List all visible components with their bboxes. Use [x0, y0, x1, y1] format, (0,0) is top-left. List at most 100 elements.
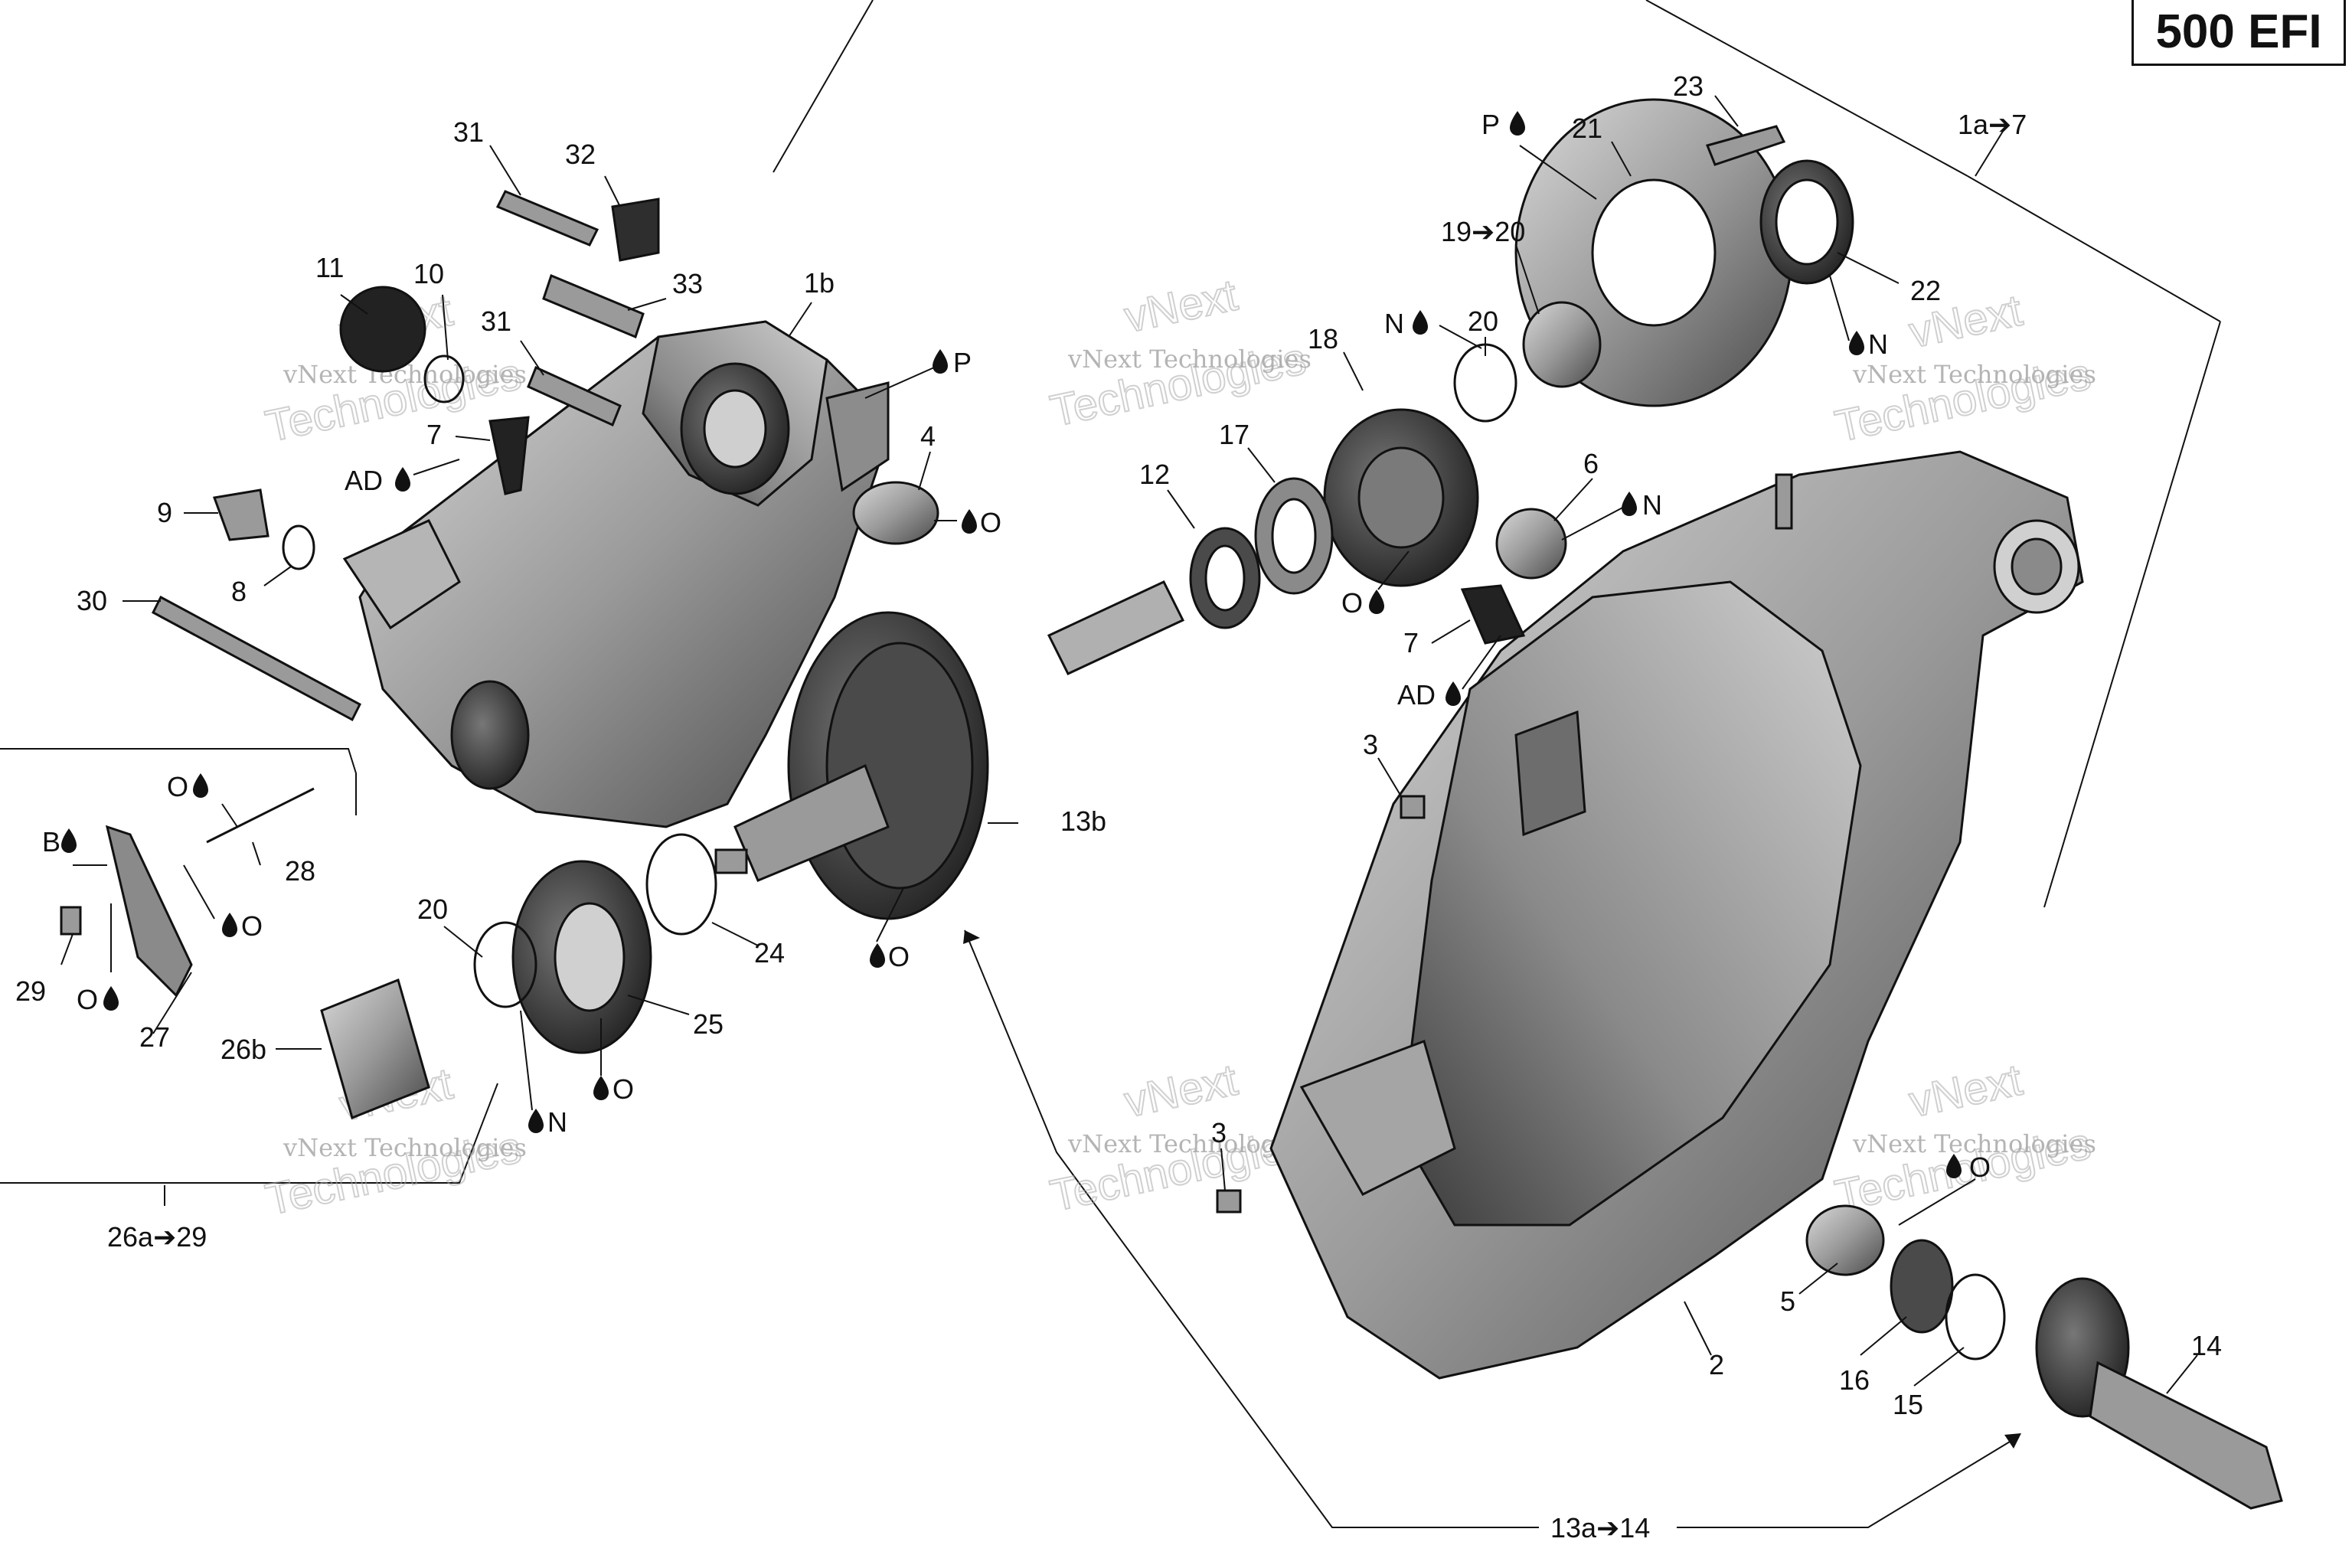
label-7: 7 [426, 419, 442, 450]
label-P: P [1481, 109, 1500, 140]
label-13a-14: 13a➔14 [1550, 1512, 1650, 1544]
lubricant-drop-icons [61, 111, 1962, 1178]
drop-icon [1946, 1154, 1962, 1178]
watermark-text: vNext Technologies [283, 1133, 527, 1162]
label-12: 12 [1139, 459, 1170, 490]
label-14: 14 [2191, 1330, 2222, 1361]
model-badge: 500 EFI [2132, 0, 2346, 66]
plug-7-left [488, 416, 530, 495]
label-10: 10 [413, 258, 444, 289]
drop-icon [1849, 331, 1864, 355]
drop-icon [528, 1109, 544, 1133]
label-20: 20 [1468, 305, 1498, 337]
label-AD: AD [345, 465, 383, 496]
label-3: 3 [1211, 1117, 1227, 1148]
label-26a-29: 26a➔29 [107, 1221, 207, 1253]
shaft-gear-13b [714, 580, 1185, 920]
drop-icon [933, 349, 948, 374]
label-O: O [980, 507, 1001, 538]
bolt-33 [542, 273, 645, 339]
drop-icon [1622, 492, 1637, 516]
watermark-text: vNext [1905, 1055, 2027, 1127]
label-29: 29 [15, 975, 46, 1007]
label-O: O [77, 984, 98, 1015]
label-23: 23 [1673, 70, 1704, 102]
pin-3-lower [1216, 1189, 1242, 1214]
label-O: O [612, 1073, 634, 1105]
drop-icon [222, 913, 237, 937]
cup-19 [1522, 301, 1602, 388]
label-O: O [1341, 587, 1363, 619]
label-O: O [888, 941, 910, 972]
label-N: N [1868, 328, 1888, 360]
label-22: 22 [1910, 275, 1941, 306]
bolt-23 [1705, 125, 1786, 166]
label-5: 5 [1780, 1285, 1795, 1317]
label-1a-7: 1a➔7 [1958, 109, 2027, 140]
watermark-text: vNext [1120, 1055, 1242, 1127]
label-O: O [1969, 1152, 1991, 1183]
bolt-30 [152, 595, 361, 722]
label-9: 9 [157, 497, 172, 528]
label-20: 20 [417, 893, 448, 925]
label-O: O [241, 910, 263, 942]
plug-9 [212, 488, 270, 541]
label-17: 17 [1219, 419, 1250, 450]
label-28: 28 [285, 855, 315, 887]
label-25: 25 [693, 1008, 724, 1040]
drop-icon [593, 1076, 609, 1100]
watermark-text: vNext [1120, 270, 1242, 342]
label-11: 11 [315, 252, 344, 283]
label-B: B [42, 826, 60, 858]
label-2: 2 [1709, 1349, 1724, 1380]
ring-20-left [473, 921, 537, 1008]
bushing-4 [852, 481, 939, 545]
label-13b: 13b [1060, 805, 1106, 837]
label-18: 18 [1308, 323, 1338, 354]
drop-icon [193, 773, 208, 798]
drop-icon [395, 467, 410, 492]
drop-icon [1510, 111, 1525, 136]
washer-24 [645, 833, 717, 936]
watermark-text: vNext Technologies [1852, 360, 2096, 389]
left-housing-1b [342, 320, 890, 828]
drop-icon [1446, 681, 1461, 706]
label-27: 27 [139, 1021, 170, 1053]
fork-27 [105, 825, 193, 998]
drop-icon [870, 943, 885, 968]
label-3: 3 [1363, 729, 1378, 760]
label-N: N [1384, 308, 1404, 339]
label-15: 15 [1893, 1389, 1923, 1420]
pinion-gear-14 [2035, 1277, 2283, 1510]
part-32 [611, 198, 660, 262]
label-31: 31 [481, 305, 511, 337]
label-19-20: 19➔20 [1441, 216, 1525, 247]
ring-8 [282, 524, 315, 570]
drop-icon [962, 509, 977, 534]
washer-16 [1890, 1239, 1954, 1334]
label-1b: 1b [804, 267, 835, 299]
pin-3-upper [1400, 795, 1426, 819]
label-32: 32 [565, 139, 596, 170]
bolt-31-mid [527, 365, 622, 427]
label-31: 31 [453, 116, 484, 148]
arrow-head-icon [963, 930, 980, 944]
label-6: 6 [1583, 448, 1599, 479]
sleeve-26b [320, 978, 430, 1120]
cap-11 [339, 286, 426, 373]
bolt-31-top [495, 190, 599, 247]
label-21: 21 [1572, 113, 1602, 144]
rod-28 [206, 787, 315, 844]
pin-29 [60, 906, 82, 936]
right-housing-2 [1269, 450, 2084, 1380]
seal-6 [1495, 508, 1567, 580]
label-26b: 26b [220, 1034, 266, 1065]
label-7: 7 [1403, 627, 1419, 658]
washer-15 [1945, 1273, 2006, 1361]
watermark-text: vNext Technologies [1067, 1129, 1312, 1158]
arrow-heads [963, 930, 2021, 1449]
watermark-text: vNext Technologies [1852, 1129, 2096, 1158]
drop-icon [103, 986, 119, 1011]
label-4: 4 [920, 420, 936, 452]
